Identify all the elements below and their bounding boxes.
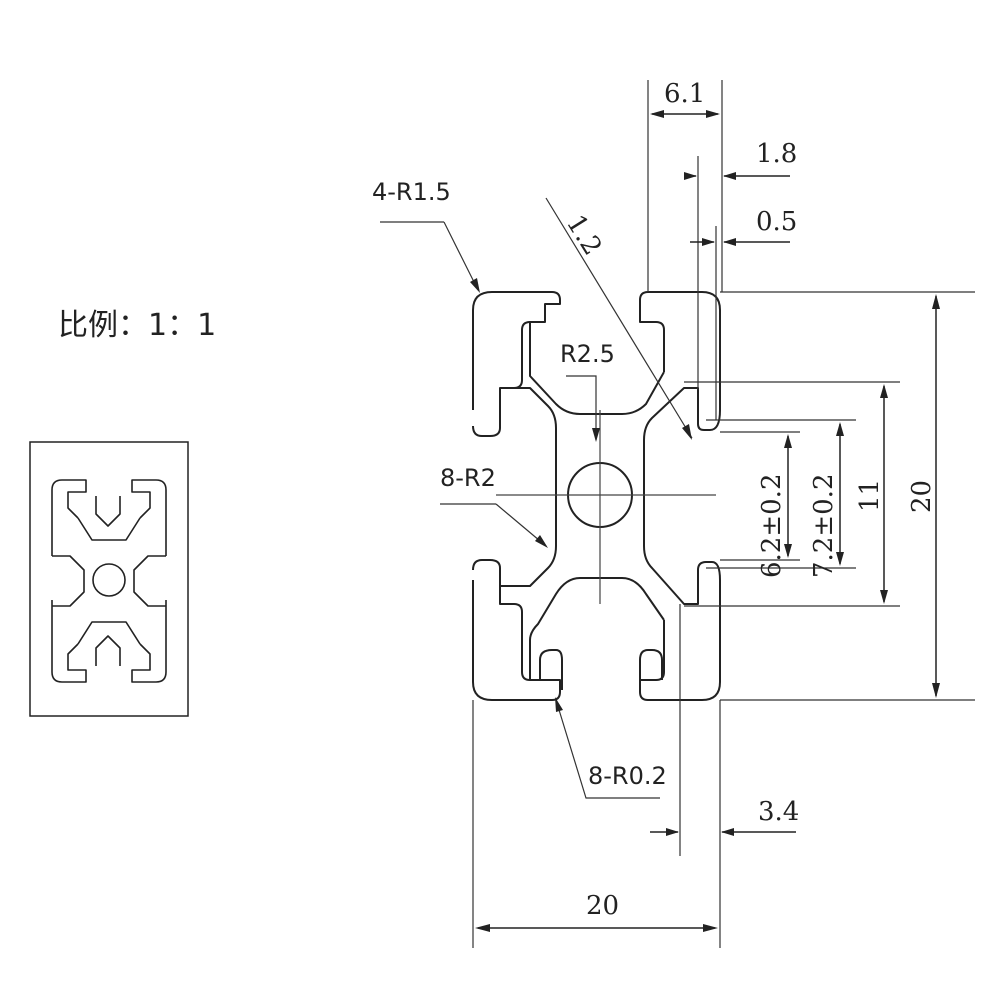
- dim-slot-inner: 7.2±0.2: [809, 474, 839, 578]
- label-slot-radius: 8-R0.2: [588, 762, 667, 790]
- thumbnail-center-hole: [92, 563, 126, 597]
- dim-height: 20: [907, 480, 937, 513]
- dim-slot-depth: 11: [855, 479, 885, 512]
- main-profile: [472, 291, 721, 701]
- label-center-radius: R2.5: [560, 340, 615, 368]
- scale-label: 比例：1：1: [58, 308, 216, 343]
- dim-width: 20: [586, 891, 619, 921]
- dim-wall-1: 1.8: [756, 139, 797, 169]
- dim-wall-2: 0.5: [756, 207, 797, 237]
- dim-slot-opening: 6.1: [664, 79, 705, 109]
- dim-slot-width: 6.2±0.2: [757, 474, 787, 578]
- dim-offset: 3.4: [758, 797, 799, 827]
- thumbnail-view: [29, 441, 189, 717]
- label-inner-radius: 8-R2: [440, 464, 496, 492]
- dim-rib: 1.2: [560, 210, 607, 261]
- label-corner-radius: 4-R1.5: [372, 178, 451, 206]
- thumbnail-frame: [29, 441, 189, 717]
